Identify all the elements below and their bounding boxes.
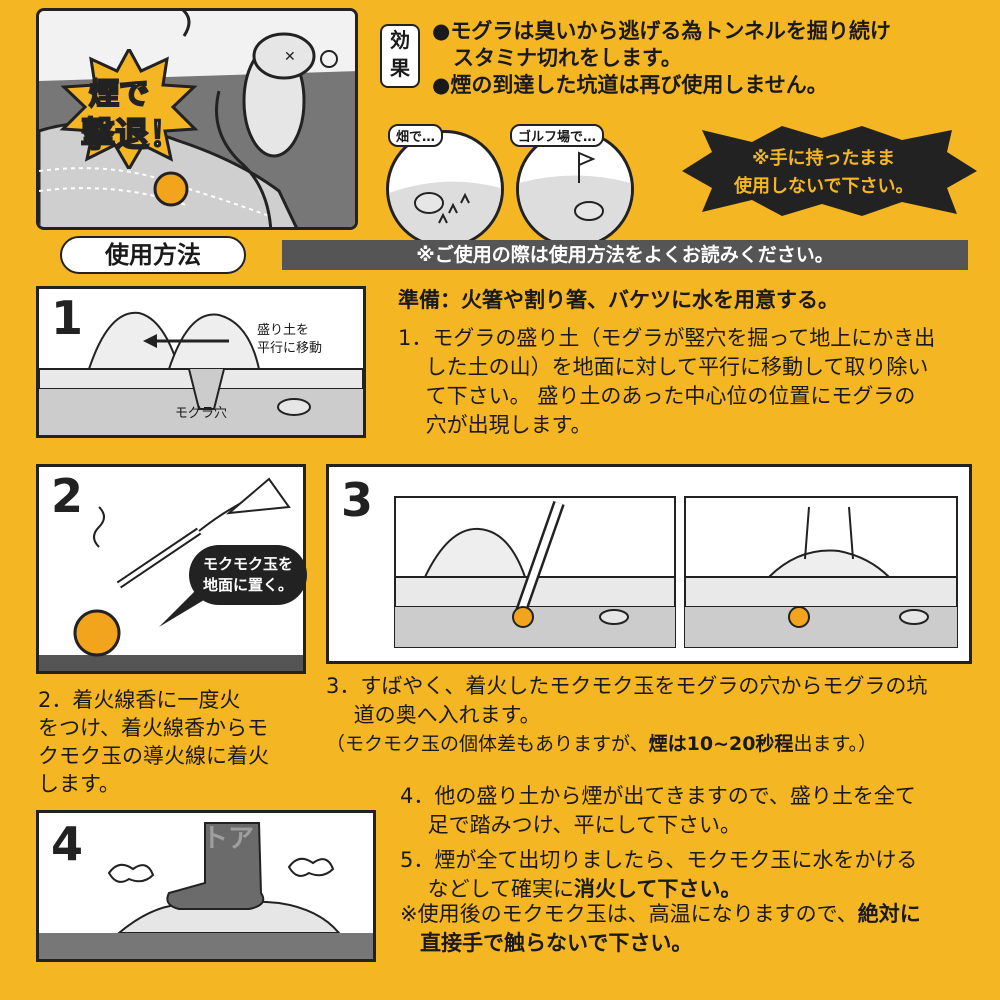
step3-panel: 3 bbox=[326, 464, 972, 664]
effect-bullet-2: スタミナ切れをします。 bbox=[432, 46, 682, 70]
step4-illustration bbox=[39, 822, 373, 959]
step4-caution-1-bold: 絶対に bbox=[857, 902, 921, 926]
step3-line-3-bold: 煙は10~20秒程 bbox=[648, 733, 794, 755]
step3-text: 3．すばやく、着火したモクモク玉をモグラの穴からモグラの坑 道の奥へ入れます。 … bbox=[326, 672, 927, 759]
step2-bubble-1: モクモク玉を bbox=[202, 555, 293, 573]
step4-caution-2: 直接手で触らないで下さい。 bbox=[420, 931, 693, 955]
step4-line-5b-pre: などして確実に bbox=[400, 877, 575, 901]
svg-text:✕: ✕ bbox=[284, 49, 296, 65]
step4-line-5b: などして確実に消火して下さい。 bbox=[400, 875, 917, 904]
step1-number: 1 bbox=[51, 291, 84, 345]
step2-bubble: モクモク玉を 地面に置く。 bbox=[189, 545, 307, 605]
hero-badge-text-2: 撃退！ bbox=[80, 114, 184, 156]
step3-line-2: 道の奥へ入れます。 bbox=[326, 703, 541, 727]
step3-number: 3 bbox=[341, 473, 374, 527]
hero-badge: 煙で 撃退！ bbox=[59, 49, 199, 169]
usage-notice: ※ご使用の際は使用方法をよくお読みください。 bbox=[416, 244, 834, 266]
step4-caution-1-pre: ※使用後のモクモク玉は、高温になりますので、 bbox=[400, 902, 858, 926]
step2-line-2: をつけ、着火線香からモ bbox=[38, 716, 268, 740]
step1-prep: 準備：火箸や割り箸、バケツに水を用意する。 bbox=[398, 288, 839, 312]
step4-text: 4．他の盛り土から煙が出てきますので、盛り土を全て 足で踏みつけ、平にして下さい… bbox=[400, 782, 917, 904]
hero-badge-text-1: 煙で bbox=[88, 76, 150, 113]
step1-hole-label: モグラ穴 bbox=[175, 406, 228, 421]
effect-label: 効 果 bbox=[380, 24, 420, 88]
usage-title-badge: 使用方法 bbox=[60, 236, 246, 274]
step4-panel: 4 bbox=[36, 810, 376, 962]
step2-illustration bbox=[39, 477, 303, 671]
step3-line-3: （モクモク玉の個体差もありますが、煙は10~20秒程出ます。） bbox=[326, 730, 927, 759]
effect-bullet-1: ●モグラは臭いから逃げる為トンネルを掘り続け bbox=[432, 19, 891, 43]
step4-line-5a: 5．煙が全て出切りましたら、モクモク玉に水をかける bbox=[400, 848, 918, 872]
step4-caution-1: ※使用後のモクモク玉は、高温になりますので、絶対に bbox=[400, 900, 921, 929]
step4-line-5b-bold: 消火して下さい。 bbox=[574, 877, 742, 901]
step4-caution: ※使用後のモクモク玉は、高温になりますので、絶対に 直接手で触らないで下さい。 bbox=[400, 900, 921, 958]
step3-line-3-post: 出ます。） bbox=[793, 733, 878, 755]
step1-line-1: 1．モグラの盛り土（モグラが竪穴を掘って地上にかき出 bbox=[398, 326, 936, 350]
step3-line-3-pre: （モクモク玉の個体差もありますが、 bbox=[326, 733, 649, 755]
step4-number: 4 bbox=[51, 817, 84, 871]
step1-line-4: 穴が出現します。 bbox=[398, 413, 592, 437]
golf-illustration bbox=[519, 151, 631, 245]
step2-line-3: クモク玉の導火線に着火 bbox=[38, 744, 269, 768]
warning-text-2: 使用しないで下さい。 bbox=[734, 176, 914, 197]
warning-burst-shape bbox=[682, 126, 977, 216]
step2-line-4: します。 bbox=[38, 772, 120, 796]
usage-title: 使用方法 bbox=[105, 241, 201, 269]
step2-panel: 2 モクモク玉を 地面に置く。 bbox=[36, 464, 307, 674]
step1-line-3: て下さい。 盛り土のあった中心位の位置にモグラの bbox=[398, 384, 916, 408]
step1-line-2: した土の山）を地面に対して平行に移動して取り除い bbox=[398, 355, 929, 379]
effect-bullets: ●モグラは臭いから逃げる為トンネルを掘り続け スタミナ切れをします。 ●煙の到達… bbox=[432, 18, 891, 99]
starburst-shape bbox=[59, 49, 199, 169]
step2-number: 2 bbox=[51, 469, 84, 523]
effect-label-2: 果 bbox=[390, 56, 410, 80]
step1-arrow-label-2: 平行に移動 bbox=[257, 341, 323, 356]
step4-line-4a: 4．他の盛り土から煙が出てきますので、盛り土を全て bbox=[400, 784, 916, 808]
step1-illustration bbox=[39, 311, 363, 435]
step2-text: 2．着火線香に一度火 をつけ、着火線香からモ クモク玉の導火線に着火 します。 bbox=[38, 686, 269, 798]
step2-line-1: 2．着火線香に一度火 bbox=[38, 688, 241, 712]
step2-bubble-2: 地面に置く。 bbox=[202, 576, 293, 594]
scene-field-label: 畑で… bbox=[388, 124, 444, 147]
step4-line-4b: 足で踏みつけ、平にして下さい。 bbox=[400, 813, 741, 837]
usage-notice-bar: ※ご使用の際は使用方法をよくお読みください。 bbox=[282, 240, 968, 270]
warning-burst: ※手に持ったまま 使用しないで下さい。 bbox=[672, 122, 982, 220]
step3-illustration bbox=[394, 496, 958, 648]
step1-text: 1．モグラの盛り土（モグラが竪穴を掘って地上にかき出 した土の山）を地面に対して… bbox=[398, 324, 935, 440]
effect-label-1: 効 bbox=[390, 28, 410, 52]
step1-arrow-label-1: 盛り土を bbox=[257, 323, 310, 338]
step3-line-1: 3．すばやく、着火したモクモク玉をモグラの穴からモグラの坑 bbox=[326, 674, 928, 698]
step1-panel: 1 盛り土を 平行に移動 モグラ穴 bbox=[36, 286, 366, 438]
effect-bullet-3: ●煙の到達した坑道は再び使用しません。 bbox=[432, 73, 828, 97]
scene-field bbox=[386, 130, 504, 248]
scene-golf-label: ゴルフ場で… bbox=[510, 124, 605, 147]
warning-text-1: ※手に持ったまま bbox=[752, 148, 895, 169]
scene-golf bbox=[516, 130, 634, 248]
hero-illustration: ✕ 煙で 撃退！ bbox=[36, 8, 358, 230]
field-illustration bbox=[389, 181, 501, 245]
